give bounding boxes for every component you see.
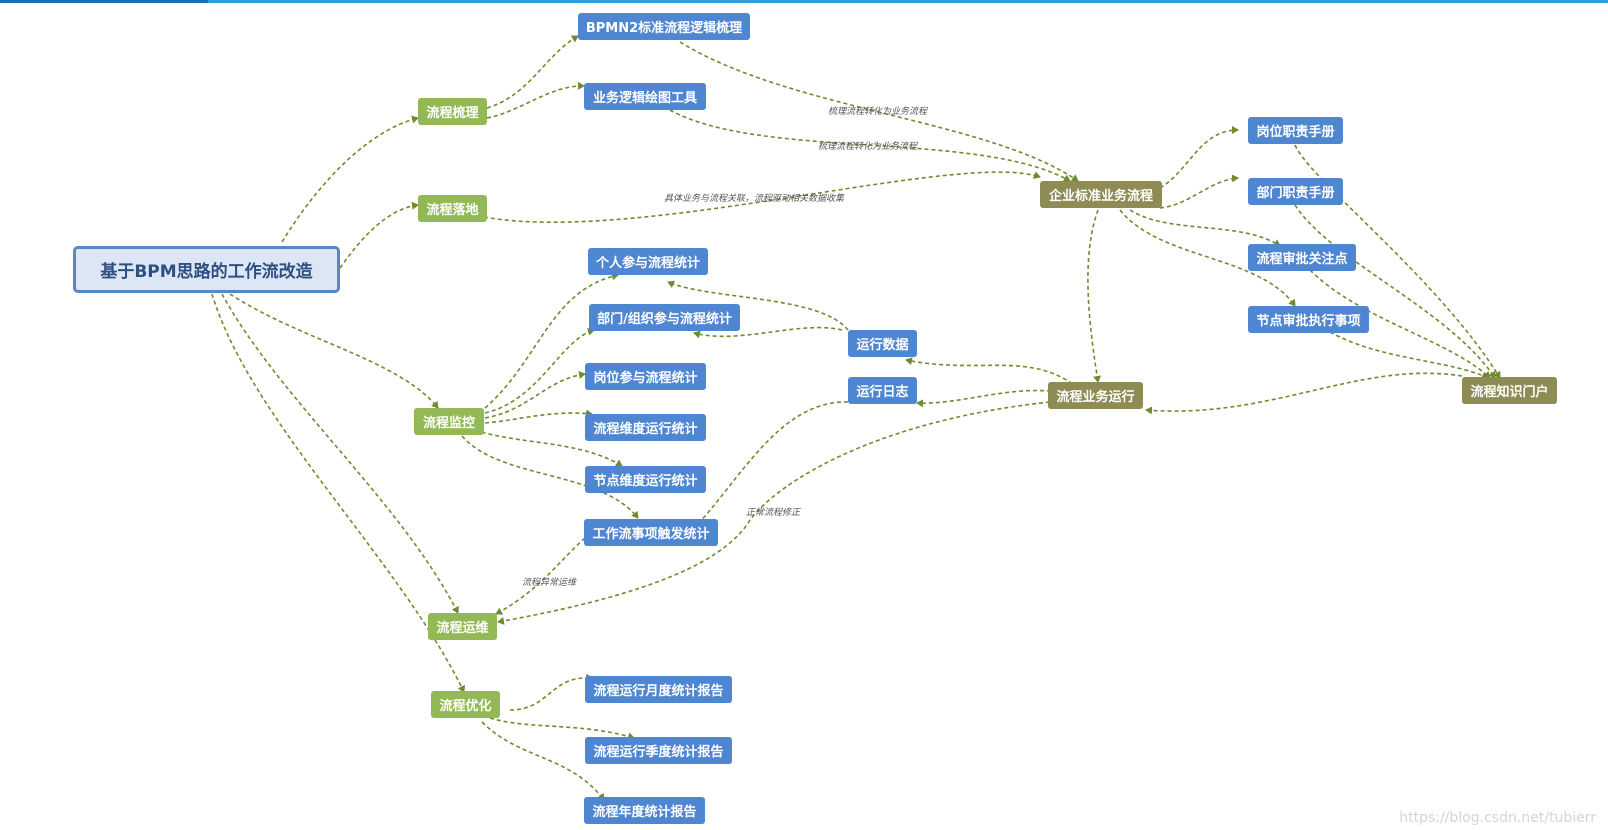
connector-bpmn2-to-enterprise — [679, 41, 1079, 182]
connector-runtime-to-b4 — [497, 401, 1051, 625]
connector-run-data-to-personal — [667, 280, 849, 331]
leaf-node-approval-items[interactable]: 节点审批执行事项 — [1248, 306, 1369, 333]
leaf-bpmn2-logic[interactable]: BPMN2标准流程逻辑梳理 — [578, 13, 750, 40]
connector-root-to-b3 — [229, 293, 439, 409]
top-accent-segment — [0, 0, 208, 3]
branch-process-monitoring[interactable]: 流程监控 — [414, 408, 484, 435]
edge-label-exception: 流程异常运维 — [522, 578, 577, 588]
leaf-annual-report[interactable]: 流程年度统计报告 — [584, 797, 705, 824]
edge-label-biz-tool: 梳理流程转化为业务流程 — [818, 142, 918, 152]
leaf-post-stats[interactable]: 岗位参与流程统计 — [585, 363, 706, 390]
connector-node-items-to-portal — [1329, 331, 1489, 380]
leaf-flow-dimension-stats[interactable]: 流程维度运行统计 — [585, 414, 706, 441]
leaf-run-data[interactable]: 运行数据 — [848, 330, 917, 357]
connector-run-log-to-trigger — [695, 401, 849, 527]
connector-b5-to-monthly — [509, 673, 593, 711]
branch-process-review[interactable]: 流程梳理 — [418, 98, 487, 125]
connector-enterprise-to-dept-manual — [1159, 174, 1239, 209]
edge-label-landing: 具体业务与流程关联，流程驱动相关数据收集 — [664, 194, 845, 204]
leaf-personal-stats[interactable]: 个人参与流程统计 — [588, 248, 708, 275]
connector-root-to-b4 — [221, 293, 459, 614]
connector-approval-points-to-portal — [1309, 269, 1491, 379]
connector-trigger-to-b4 — [495, 537, 586, 615]
connector-b5-to-quarterly — [489, 717, 635, 741]
leaf-dept-org-stats[interactable]: 部门/组织参与流程统计 — [589, 304, 740, 331]
top-accent-bar — [0, 0, 1608, 3]
connector-b3-to-trigger — [461, 435, 639, 519]
connector-portal-to-runtime — [1145, 372, 1463, 415]
leaf-approval-points[interactable]: 流程审批关注点 — [1248, 244, 1356, 271]
connector-b2-to-enterprise — [483, 171, 1041, 223]
connector-enterprise-to-post-manual — [1159, 126, 1239, 189]
leaf-biz-drawing-tool[interactable]: 业务逻辑绘图工具 — [584, 83, 706, 110]
edge-label-bpmn2: 梳理流程转化为业务流程 — [828, 107, 928, 117]
leaf-quarterly-report[interactable]: 流程运行季度统计报告 — [585, 737, 732, 764]
branch-process-optimization[interactable]: 流程优化 — [431, 691, 500, 718]
connector-runtime-to-run-log — [916, 389, 1059, 408]
connector-enterprise-to-node-items — [1119, 209, 1296, 307]
connector-biz-tool-to-enterprise — [669, 109, 1071, 182]
leaf-run-log[interactable]: 运行日志 — [848, 377, 917, 404]
connector-root-to-b5 — [211, 293, 465, 693]
leaf-node-dimension-stats[interactable]: 节点维度运行统计 — [585, 466, 706, 493]
connector-b1-to-biz-tool — [486, 81, 585, 119]
connector-b3-to-post — [484, 370, 586, 419]
connector-b3-to-flow-dim — [484, 409, 593, 424]
leaf-post-manual[interactable]: 岗位职责手册 — [1248, 117, 1343, 144]
hub-flow-knowledge-portal[interactable]: 流程知识门户 — [1462, 377, 1557, 404]
branch-process-landing[interactable]: 流程落地 — [418, 195, 487, 222]
connector-b3-to-dept-org — [484, 327, 595, 414]
edge-label-correction: 正常流程修正 — [746, 508, 801, 518]
connector-enterprise-to-runtime — [1087, 209, 1102, 383]
connector-b1-to-bpmn2 — [486, 35, 579, 109]
connector-post-manual-to-portal — [1294, 144, 1501, 379]
connector-root-to-b2 — [339, 201, 419, 269]
hub-enterprise-standard-flow[interactable]: 企业标准业务流程 — [1040, 181, 1162, 208]
connector-b5-to-annual — [481, 721, 605, 801]
leaf-dept-manual[interactable]: 部门职责手册 — [1248, 178, 1343, 205]
connector-run-data-to-dept-org — [693, 326, 843, 339]
watermark-text: https://blog.csdn.net/tubierr — [1399, 810, 1596, 826]
hub-flow-business-runtime[interactable]: 流程业务运行 — [1048, 382, 1143, 409]
connector-b3-to-node-dim — [474, 429, 623, 467]
leaf-monthly-report[interactable]: 流程运行月度统计报告 — [585, 676, 732, 703]
root-topic[interactable]: 基于BPM思路的工作流改造 — [73, 246, 340, 293]
connector-root-to-b1 — [281, 115, 419, 243]
connector-b3-to-personal — [484, 272, 619, 409]
connector-dept-manual-to-portal — [1294, 204, 1496, 379]
leaf-trigger-stats[interactable]: 工作流事项触发统计 — [584, 519, 718, 546]
branch-process-maintenance[interactable]: 流程运维 — [428, 613, 497, 640]
connector-enterprise-to-approval-points — [1129, 209, 1281, 247]
